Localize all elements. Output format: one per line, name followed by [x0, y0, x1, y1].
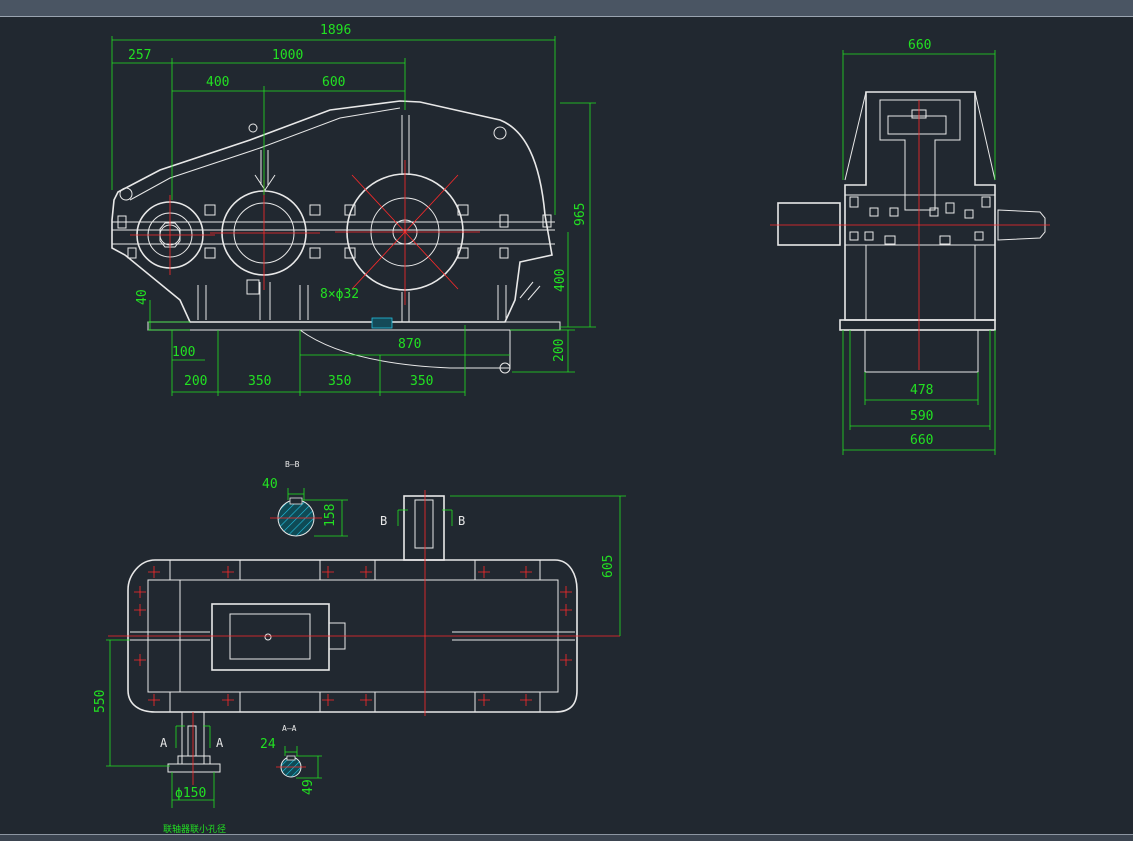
- bolt-note: 8×ϕ32: [320, 287, 359, 302]
- dim-center-span: 1000: [272, 48, 303, 63]
- side-dim-top-width: 660: [908, 38, 931, 53]
- dim-foot-offset: 100: [172, 345, 195, 360]
- dim-pitch-first: 200: [184, 374, 207, 389]
- status-bar: [0, 834, 1133, 841]
- plan-dim-height-right: 605: [601, 555, 616, 578]
- plan-view: 605 550 ϕ150 B B A A: [93, 490, 626, 808]
- plan-section-b-label-right: B: [458, 514, 465, 528]
- dim-span-b: 600: [322, 75, 345, 90]
- section-a-depth: 49: [301, 779, 316, 795]
- plan-dim-height-left: 550: [93, 690, 108, 713]
- dim-pitch-3: 350: [410, 374, 433, 389]
- title-bar: [0, 0, 1133, 17]
- dim-span-a: 400: [206, 75, 229, 90]
- section-b-key-width: 40: [262, 477, 278, 492]
- dim-shaft-height: 400: [553, 269, 568, 292]
- front-view: 1896 257 1000 400 600 965 400 40 100 200…: [111, 23, 596, 396]
- section-a-title: A—A: [282, 724, 297, 733]
- section-b-title: B—B: [285, 460, 300, 469]
- dim-below-base: 200: [552, 339, 567, 362]
- side-dim-bottom-mid: 590: [910, 409, 933, 424]
- side-view: 660 478 590 660: [770, 38, 1050, 455]
- section-a-a: A—A 24 49: [260, 724, 322, 795]
- footer-note: 联轴器联小孔径: [163, 823, 226, 835]
- plan-section-a-label-left: A: [160, 736, 168, 750]
- section-a-key-width: 24: [260, 737, 276, 752]
- plan-dim-shaft-dia: ϕ150: [175, 786, 206, 801]
- dim-left-offset: 257: [128, 48, 151, 63]
- section-b-depth: 158: [323, 504, 338, 527]
- plan-section-a-label-right: A: [216, 736, 224, 750]
- dim-overall-length: 1896: [320, 23, 351, 38]
- plan-section-b-label-left: B: [380, 514, 387, 528]
- dim-overall-height: 965: [573, 203, 588, 226]
- dim-pitch-1: 350: [248, 374, 271, 389]
- side-dim-bottom-outer: 660: [910, 433, 933, 448]
- dim-base-thickness: 40: [135, 289, 150, 305]
- dim-base-length: 870: [398, 337, 421, 352]
- dim-pitch-2: 350: [328, 374, 351, 389]
- section-b-b: B—B 40 158: [262, 460, 348, 537]
- side-dim-bottom-inner: 478: [910, 383, 933, 398]
